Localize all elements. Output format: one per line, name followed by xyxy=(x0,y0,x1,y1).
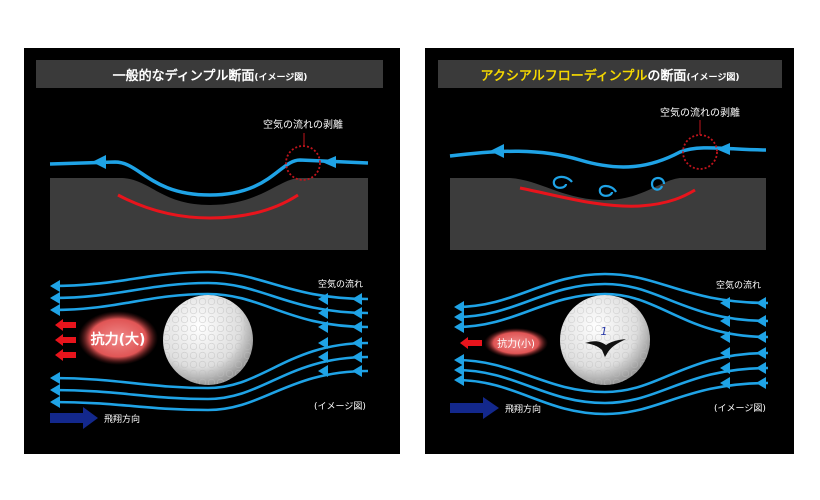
dimple-surface xyxy=(50,178,368,250)
airflow-line xyxy=(49,158,369,197)
arrowhead-icon xyxy=(352,321,362,333)
swirl-icon xyxy=(552,175,573,189)
separation-circle xyxy=(682,134,718,170)
arrow-left-icon xyxy=(55,319,76,331)
flight-direction-arrow-icon xyxy=(50,407,98,429)
arrowhead-icon xyxy=(352,307,362,319)
airflow-streamline xyxy=(51,292,369,329)
airflow-streamline xyxy=(455,272,769,309)
airflow-streamline xyxy=(51,355,369,401)
arrowhead-icon xyxy=(756,347,766,359)
arrow-left-icon xyxy=(55,334,76,346)
airflow-lines xyxy=(454,272,769,416)
drag-label: 抗力(大) xyxy=(91,331,146,348)
arrowhead-icon xyxy=(50,280,60,292)
arrow-left-icon xyxy=(460,337,482,349)
image-note: (イメージ図) xyxy=(714,403,766,414)
arrowhead-icon xyxy=(454,374,464,386)
arrowhead-icon xyxy=(352,337,362,349)
arrowhead-icon xyxy=(50,304,60,316)
image-note: (イメージ図) xyxy=(314,401,366,412)
drag-arrows xyxy=(55,319,76,361)
airflow-streamline xyxy=(455,351,769,394)
arrowhead-icon xyxy=(318,337,328,349)
arrow-left-icon xyxy=(55,349,76,361)
arrowhead-icon xyxy=(756,362,766,374)
drag-label: 抗力(小) xyxy=(497,337,535,350)
arrowhead-icon xyxy=(50,292,60,304)
arrowhead-icon xyxy=(490,144,504,158)
left-panel: 一般的なディンプル断面(イメージ図) 空気の流れの剥離 抗力(大) 空気の流れ … xyxy=(24,48,400,454)
panel-background xyxy=(24,48,400,454)
arrowhead-icon xyxy=(720,377,730,389)
arrowhead-icon xyxy=(720,347,730,359)
airflow-streamline xyxy=(455,366,769,405)
arrowhead-icon xyxy=(352,293,362,305)
airflow-lines xyxy=(50,270,369,412)
arrowhead-icon xyxy=(756,315,766,327)
arrowhead-icon xyxy=(318,351,328,363)
arrowhead-icon xyxy=(352,365,362,377)
title-bar xyxy=(36,60,383,88)
arrowhead-icon xyxy=(716,143,730,155)
arrowhead-icon xyxy=(720,362,730,374)
arrowhead-icon xyxy=(720,331,730,343)
separation-label: 空気の流れの剥離 xyxy=(263,118,343,131)
arrowhead-icon xyxy=(318,321,328,333)
arrowhead-icon xyxy=(50,384,60,396)
airflow-label: 空気の流れ xyxy=(318,278,363,290)
ball-number: 1 xyxy=(601,325,608,338)
arrowhead-icon xyxy=(454,311,464,323)
airflow-line xyxy=(449,146,767,169)
arrowhead-icon xyxy=(756,377,766,389)
arrowhead-icon xyxy=(352,351,362,363)
arrowhead-icon xyxy=(50,372,60,384)
flight-direction-arrow-icon xyxy=(450,397,499,419)
separation-circle xyxy=(285,145,321,181)
airflow-streamline xyxy=(51,341,369,390)
brand-logo-icon xyxy=(585,339,626,357)
airflow-streamline xyxy=(455,292,769,339)
arrowhead-icon xyxy=(318,307,328,319)
airflow-streamline xyxy=(51,270,369,301)
golf-ball: 1 xyxy=(560,295,650,385)
arrowhead-icon xyxy=(756,297,766,309)
airflow-streamline xyxy=(51,369,369,412)
airflow-streamline xyxy=(455,378,769,416)
airflow-streamline xyxy=(51,281,369,315)
separation-label: 空気の流れの剥離 xyxy=(660,106,740,119)
arrowhead-icon xyxy=(50,396,60,408)
airflow-streamline xyxy=(455,282,769,323)
panel-title: アクシアルフローディンプルの断面(イメージ図) xyxy=(481,68,740,84)
arrowhead-icon xyxy=(322,156,336,168)
flight-direction-label: 飛翔方向 xyxy=(505,403,541,415)
flight-direction-label: 飛翔方向 xyxy=(104,413,140,425)
drag-indicator xyxy=(484,328,548,358)
arrowhead-icon xyxy=(756,331,766,343)
arrowhead-icon xyxy=(318,293,328,305)
arrowhead-icon xyxy=(318,365,328,377)
arrowhead-icon xyxy=(720,315,730,327)
pressure-line xyxy=(117,193,299,220)
arrowhead-icon xyxy=(720,297,730,309)
golf-ball xyxy=(163,295,253,385)
arrowhead-icon xyxy=(92,155,106,169)
title-bar xyxy=(438,60,782,88)
swirl-icon xyxy=(598,184,617,197)
panel-title: 一般的なディンプル断面(イメージ図) xyxy=(113,68,308,84)
vortex-swirls xyxy=(552,175,666,197)
pressure-line xyxy=(519,186,696,208)
arrowhead-icon xyxy=(454,354,464,366)
right-panel: アクシアルフローディンプルの断面(イメージ図) 空気の流れの剥離 1 抗力(小)… xyxy=(425,48,794,454)
arrowhead-icon xyxy=(454,301,464,313)
arrowhead-icon xyxy=(454,321,464,333)
swirl-icon xyxy=(650,176,666,191)
airflow-label: 空気の流れ xyxy=(716,279,761,291)
arrowhead-icon xyxy=(454,364,464,376)
drag-indicator xyxy=(78,311,158,365)
